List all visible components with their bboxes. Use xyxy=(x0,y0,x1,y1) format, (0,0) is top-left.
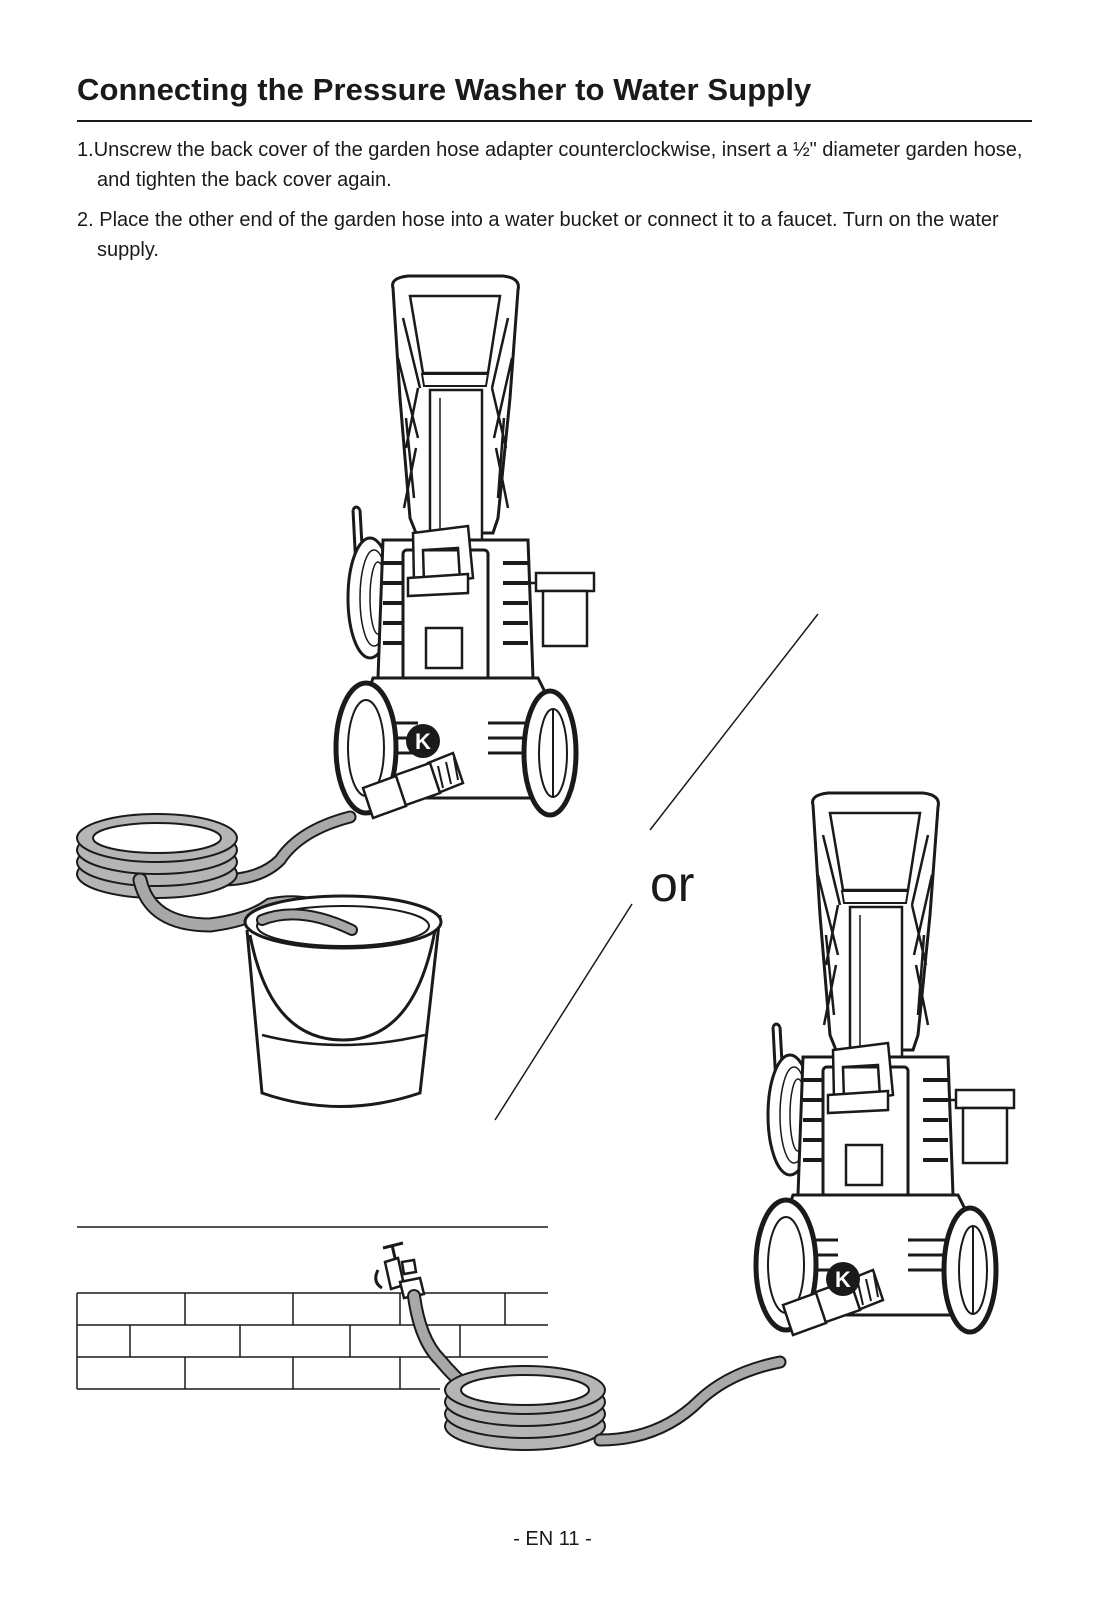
step-number: 1. xyxy=(77,139,94,161)
page-title: Connecting the Pressure Washer to Water … xyxy=(77,72,812,107)
title-divider xyxy=(77,120,1032,122)
pressure-washer-icon xyxy=(756,793,1014,1335)
step-text: Unscrew the back cover of the garden hos… xyxy=(93,139,1023,191)
callout-badge: K xyxy=(406,724,440,758)
water-bucket-icon xyxy=(243,894,443,1108)
instruction-list: 1.Unscrew the back cover of the garden h… xyxy=(77,135,1032,275)
garden-hose-icon xyxy=(407,1289,787,1451)
callout-label: K xyxy=(415,729,431,754)
divider-line xyxy=(494,903,633,1121)
brick-wall-icon xyxy=(76,1226,548,1390)
pressure-washer-icon xyxy=(336,276,594,818)
step-number: 2. xyxy=(77,209,94,231)
divider-line xyxy=(649,613,819,831)
faucet-icon xyxy=(374,1241,426,1300)
page-number: - EN 11 - xyxy=(513,1528,592,1550)
step-text: Place the other end of the garden hose i… xyxy=(93,209,999,261)
instruction-step-1: 1.Unscrew the back cover of the garden h… xyxy=(77,135,1032,195)
divider-label: or xyxy=(650,856,695,912)
callout-badge: K xyxy=(826,1262,860,1296)
instruction-step-2: 2. Place the other end of the garden hos… xyxy=(77,205,1032,265)
callout-label: K xyxy=(835,1267,851,1292)
